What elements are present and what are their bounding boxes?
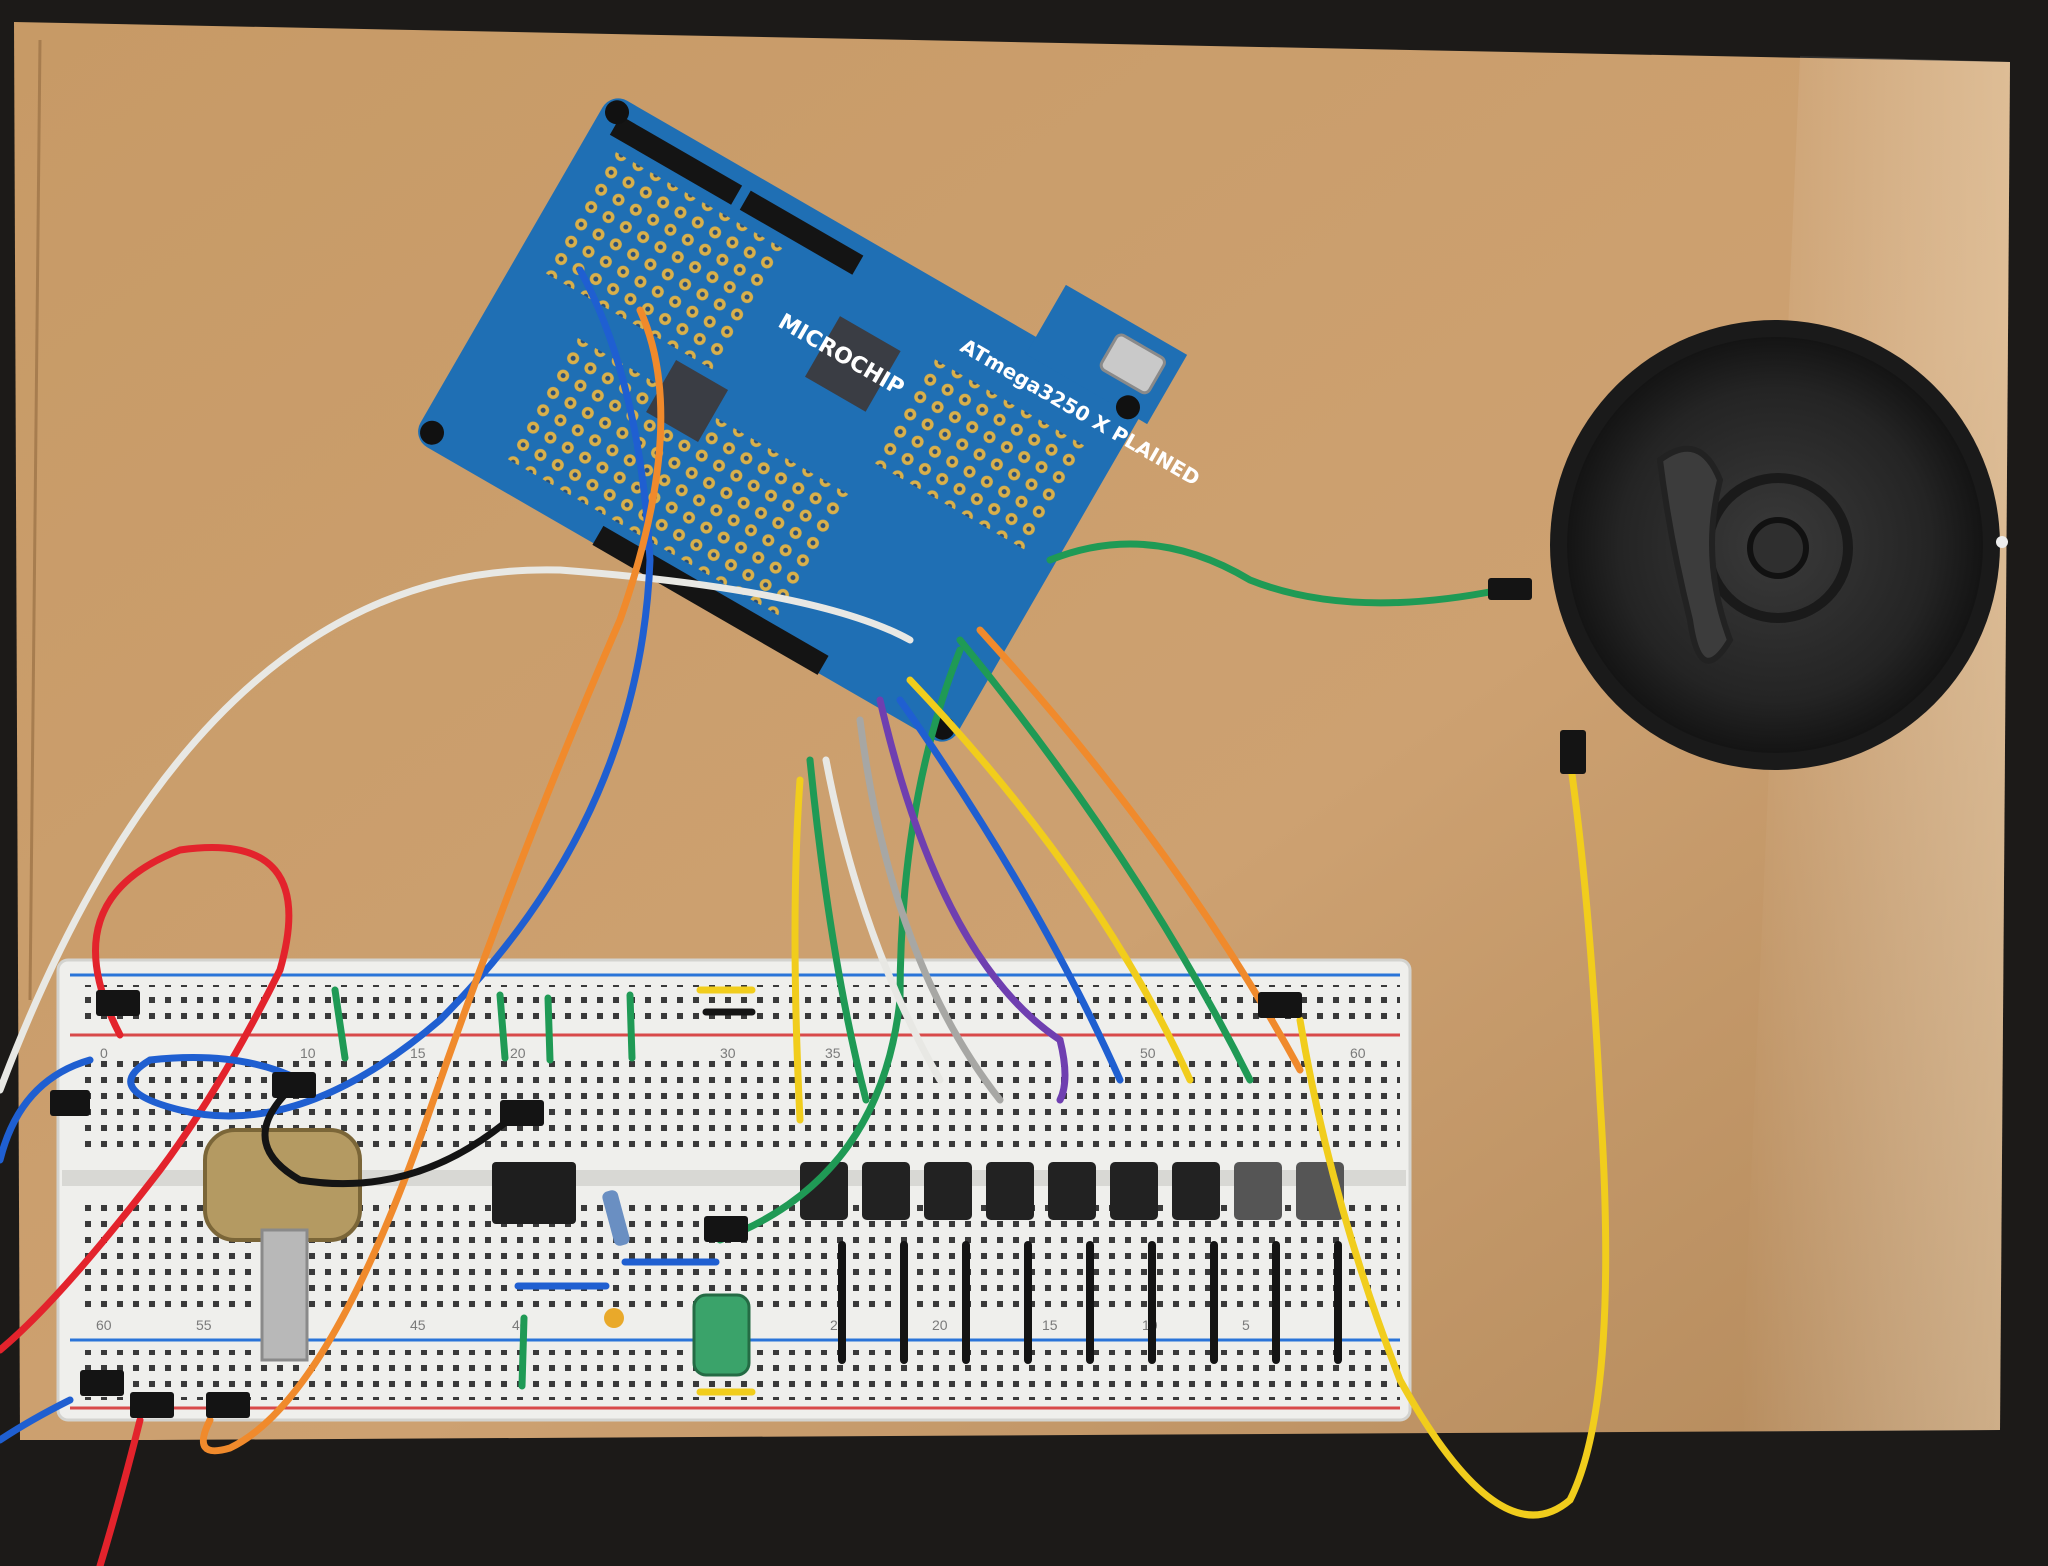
standoff-3 <box>420 420 445 445</box>
cardboard-fold <box>28 39 42 1001</box>
proto-area-left <box>542 150 786 372</box>
header-left <box>609 115 743 205</box>
second-chip <box>646 359 729 442</box>
wire-yellow <box>906 676 1194 1084</box>
wire-blue <box>127 266 654 1120</box>
wire-black <box>261 1076 524 1188</box>
ic-chip <box>492 1162 576 1224</box>
wire-white <box>0 566 914 1094</box>
row-number: 45 <box>410 1317 426 1333</box>
pushbutton <box>1048 1162 1096 1220</box>
proto-area-bottom <box>504 335 852 618</box>
pushbutton <box>862 1162 910 1220</box>
wire-green <box>806 756 870 1104</box>
microcontroller-board: ATmega3250 X PLAINED MICROCHIP <box>418 98 1204 742</box>
dupont-connector <box>272 1072 316 1098</box>
pushbutton <box>1172 1162 1220 1220</box>
dupont-connector <box>500 1100 544 1126</box>
jumper-green <box>544 994 554 1064</box>
speaker-dust-cap <box>1747 517 1809 579</box>
pushbutton <box>1234 1162 1282 1220</box>
speaker-terminal <box>1656 445 1734 664</box>
row-number: 60 <box>96 1317 112 1333</box>
potentiometer <box>203 1128 362 1362</box>
pushbuttons <box>800 1162 1344 1220</box>
capacitor <box>692 1293 751 1377</box>
pot-shaft <box>260 1228 309 1362</box>
standoff-1 <box>605 100 630 125</box>
row-numbers: 0 10 15 20 30 35 50 60 <box>100 1045 1366 1061</box>
dupont-connector <box>50 1090 90 1116</box>
header-top <box>739 190 864 275</box>
dupont-connector <box>96 990 140 1016</box>
dupont-connector <box>80 1370 124 1396</box>
row-number: 15 <box>410 1045 426 1061</box>
speaker <box>1550 320 2008 770</box>
row-number: 10 <box>300 1045 316 1061</box>
resistor <box>602 1190 630 1246</box>
wire-gray <box>856 716 1004 1104</box>
ground-jumpers <box>838 1241 1342 1364</box>
dupont-connector <box>1488 578 1532 600</box>
dupont-connector <box>206 1392 250 1418</box>
wire-green-speaker <box>1046 540 1504 607</box>
dupont-connector <box>130 1392 174 1418</box>
row-number: 0 <box>100 1045 108 1061</box>
wire-green <box>956 636 1254 1084</box>
wire-blue <box>0 1396 74 1444</box>
usb-port <box>1099 333 1166 395</box>
row-number: 55 <box>196 1317 212 1333</box>
short-jumpers <box>331 986 756 1396</box>
jumper-green <box>331 986 349 1062</box>
wire-yellow <box>791 776 804 1124</box>
wire-blue <box>0 1056 94 1164</box>
wire-red <box>96 1416 144 1566</box>
proto-area-right <box>871 357 1088 552</box>
ceramic-capacitor <box>604 1308 624 1328</box>
row-number: 35 <box>825 1045 841 1061</box>
row-number: 20 <box>932 1317 948 1333</box>
main-chip <box>805 316 901 412</box>
dupont-connector <box>1560 730 1586 774</box>
dupont-connector <box>1258 992 1302 1018</box>
row-number: 60 <box>1350 1045 1366 1061</box>
wire-blue <box>896 696 1124 1084</box>
row-number: 15 <box>1042 1317 1058 1333</box>
wire-yellow-speaker <box>1296 756 1610 1519</box>
jumper-green <box>626 991 636 1062</box>
wire-orange <box>199 306 665 1455</box>
row-number: 50 <box>1140 1045 1156 1061</box>
wire-white <box>822 756 944 1084</box>
speaker-mark <box>1996 536 2008 548</box>
dupont-connector <box>704 1216 748 1242</box>
wire-connectors <box>50 578 1586 1418</box>
standoff-4 <box>1115 395 1140 420</box>
jumper-green <box>518 1314 528 1390</box>
wire-purple <box>876 696 1069 1104</box>
pushbutton <box>800 1162 848 1220</box>
wire-red <box>0 844 293 1354</box>
pushbutton <box>924 1162 972 1220</box>
pushbutton <box>1110 1162 1158 1220</box>
pushbutton <box>986 1162 1034 1220</box>
jumper-green <box>496 991 509 1062</box>
row-number: 5 <box>1242 1317 1250 1333</box>
row-number: 30 <box>720 1045 736 1061</box>
row-number: 20 <box>510 1045 526 1061</box>
